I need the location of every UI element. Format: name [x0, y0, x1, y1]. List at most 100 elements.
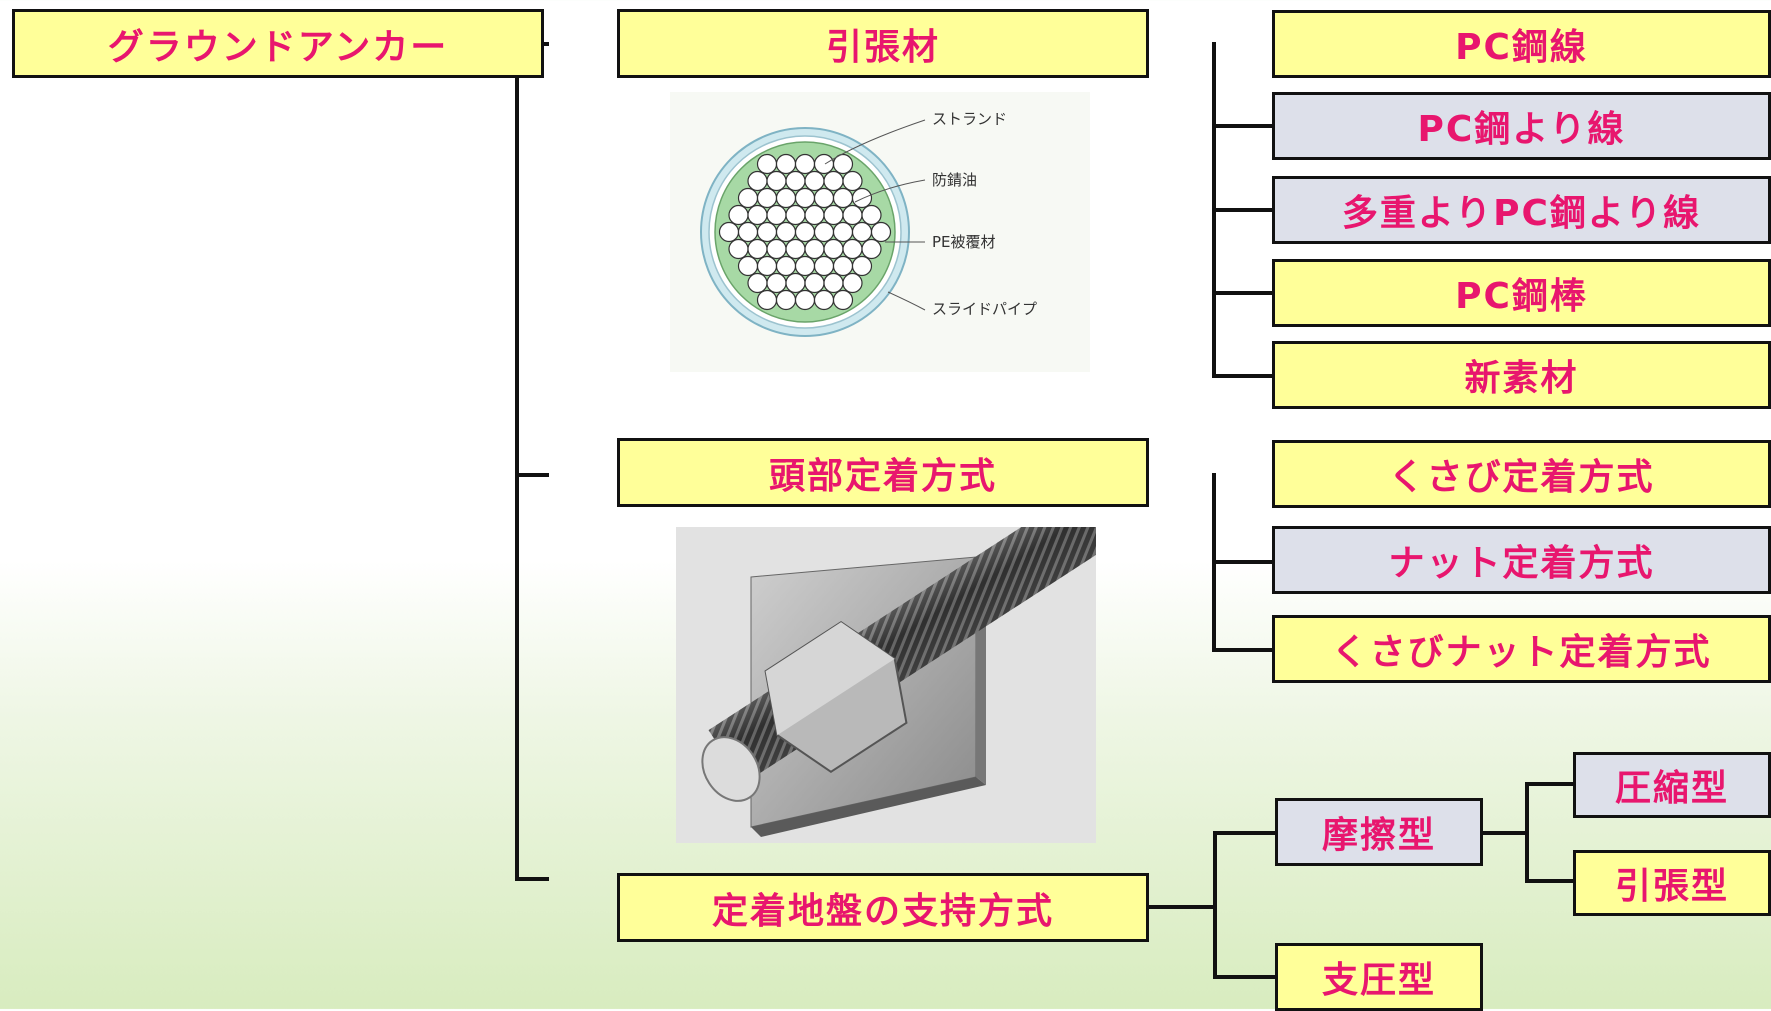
connector: [1213, 975, 1275, 979]
steel-wire: [804, 170, 825, 192]
root-node: グラウンドアンカー: [12, 9, 544, 78]
friction-compression: 圧縮型: [1573, 752, 1771, 818]
label-anticorrosion-oil: 防錆油: [932, 171, 977, 189]
steel-wire: [842, 272, 863, 294]
tendon-pc-wire: PC鋼線: [1272, 10, 1771, 78]
threaded-bar-nut-photo: [676, 474, 1138, 843]
steel-wire: [870, 221, 892, 243]
steel-wire: [785, 170, 806, 192]
connector: [1213, 831, 1275, 835]
steel-wire: [728, 238, 749, 260]
steel-wire: [823, 170, 844, 192]
connector: [1525, 879, 1573, 883]
steel-wire: [832, 153, 854, 175]
connector: [1212, 208, 1272, 212]
steel-wire: [794, 187, 816, 209]
steel-wire: [775, 153, 797, 175]
steel-wire: [766, 204, 787, 226]
steel-wires: [718, 153, 892, 311]
connector: [1212, 124, 1272, 128]
anchorage-nut: ナット定着方式: [1272, 526, 1771, 594]
steel-wire: [823, 204, 844, 226]
connector: [1212, 560, 1272, 564]
steel-wire: [794, 153, 816, 175]
steel-wire: [861, 238, 882, 260]
steel-wire: [766, 170, 787, 192]
steel-wire: [842, 204, 863, 226]
steel-wire: [747, 238, 768, 260]
steel-wire: [804, 238, 825, 260]
bar-nut-illustration: [676, 474, 1138, 843]
tendon-pc-bar: PC鋼棒: [1272, 259, 1771, 327]
category-tendon: 引張材: [617, 9, 1149, 78]
steel-wire: [804, 204, 825, 226]
steel-wire: [756, 187, 778, 209]
connector: [515, 42, 519, 881]
strand-cross-section-figure: ストランド 防錆油 PE被覆材 スライドパイプ: [670, 92, 1090, 372]
strand-diagram-svg: ストランド 防錆油 PE被覆材 スライドパイプ: [670, 92, 1090, 372]
steel-wire: [775, 221, 797, 243]
steel-wire: [775, 255, 797, 277]
label-strand: ストランド: [932, 110, 1007, 128]
steel-wire: [832, 187, 854, 209]
label-slide-pipe: スライドパイプ: [932, 300, 1037, 318]
steel-wire: [794, 289, 816, 311]
friction-tension: 引張型: [1573, 850, 1771, 916]
category-head-anchorage: 頭部定着方式: [617, 438, 1149, 507]
steel-wire: [842, 238, 863, 260]
steel-wire: [718, 221, 740, 243]
steel-wire: [851, 221, 873, 243]
steel-wire: [851, 255, 873, 277]
steel-wire: [813, 221, 835, 243]
steel-wire: [756, 289, 778, 311]
connector: [1212, 648, 1272, 652]
connector: [1212, 291, 1272, 295]
steel-wire: [756, 153, 778, 175]
steel-wire: [785, 204, 806, 226]
steel-wire: [804, 272, 825, 294]
steel-wire: [737, 187, 759, 209]
steel-wire: [785, 272, 806, 294]
steel-wire: [823, 238, 844, 260]
anchorage-wedge: くさび定着方式: [1272, 440, 1771, 508]
steel-wire: [832, 255, 854, 277]
steel-wire: [823, 272, 844, 294]
steel-wire: [842, 170, 863, 192]
label-pe-sheath: PE被覆材: [932, 233, 996, 251]
steel-wire: [832, 221, 854, 243]
connector: [515, 877, 549, 881]
steel-wire: [728, 204, 749, 226]
anchorage-wedge-nut: くさびナット定着方式: [1272, 615, 1771, 683]
steel-wire: [794, 221, 816, 243]
steel-wire: [813, 187, 835, 209]
steel-wire: [851, 187, 873, 209]
steel-wire: [756, 221, 778, 243]
connector: [1212, 374, 1272, 378]
connector: [1525, 782, 1529, 883]
steel-wire: [794, 255, 816, 277]
steel-wire: [766, 272, 787, 294]
steel-wire: [813, 255, 835, 277]
steel-wire: [775, 187, 797, 209]
steel-wire: [766, 238, 787, 260]
support-bearing: 支圧型: [1275, 943, 1483, 1011]
steel-wire: [737, 255, 759, 277]
steel-wire: [747, 272, 768, 294]
steel-wire: [813, 289, 835, 311]
steel-wire: [737, 221, 759, 243]
connector: [515, 473, 549, 477]
steel-wire: [785, 238, 806, 260]
tendon-pc-strand: PC鋼より線: [1272, 92, 1771, 160]
connector: [1483, 831, 1529, 835]
steel-wire: [813, 153, 835, 175]
steel-wire: [747, 204, 768, 226]
connector: [1525, 782, 1573, 786]
steel-wire: [832, 289, 854, 311]
tendon-multi-strand: 多重よりPC鋼より線: [1272, 176, 1771, 244]
steel-wire: [775, 289, 797, 311]
tendon-new-material: 新素材: [1272, 341, 1771, 409]
connector: [1213, 831, 1217, 979]
steel-wire: [861, 204, 882, 226]
category-ground-support: 定着地盤の支持方式: [617, 873, 1149, 942]
support-friction: 摩擦型: [1275, 798, 1483, 866]
